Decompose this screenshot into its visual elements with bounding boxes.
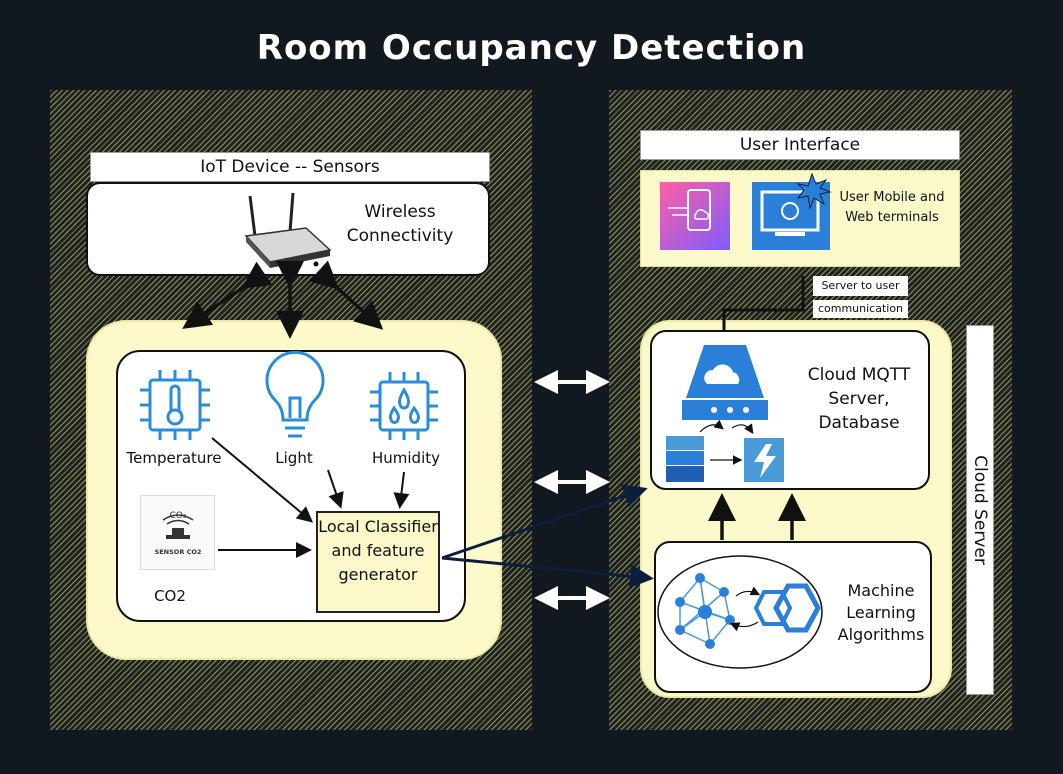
local-classifier-box: Local Classifier and feature generator: [316, 511, 440, 613]
terminals-label: User Mobile and Web terminals: [839, 190, 945, 225]
cloud-server-side-box: [966, 325, 994, 695]
light-label: Light: [275, 449, 313, 467]
co2-sensor-icon: CO₂ SENSOR CO2: [155, 511, 202, 556]
server-comm-label-1: Server to user: [813, 276, 908, 296]
server-comm-label-2: communication: [813, 300, 908, 318]
diagram-title: Room Occupancy Detection: [256, 28, 807, 68]
co2-sensor-image: CO₂ SENSOR CO2: [140, 495, 215, 570]
iot-header: IoT Device -- Sensors: [90, 152, 490, 182]
panel-link-arrows: [534, 370, 610, 610]
wireless-label: Wireless Connectivity: [346, 202, 454, 246]
ui-header: User Interface: [640, 130, 960, 160]
co2-sensor-text: SENSOR CO2: [155, 548, 202, 556]
co2-label: CO2: [154, 587, 186, 605]
co2-symbol-text: CO₂: [170, 511, 187, 521]
ml-label: Machine Learning Algorithms: [837, 581, 925, 644]
cloud-server-side-label: Cloud Server: [970, 455, 990, 565]
humidity-label: Humidity: [371, 449, 440, 467]
mqtt-label: Cloud MQTT Server, Database: [807, 365, 911, 433]
temperature-label: Temperature: [126, 449, 222, 467]
